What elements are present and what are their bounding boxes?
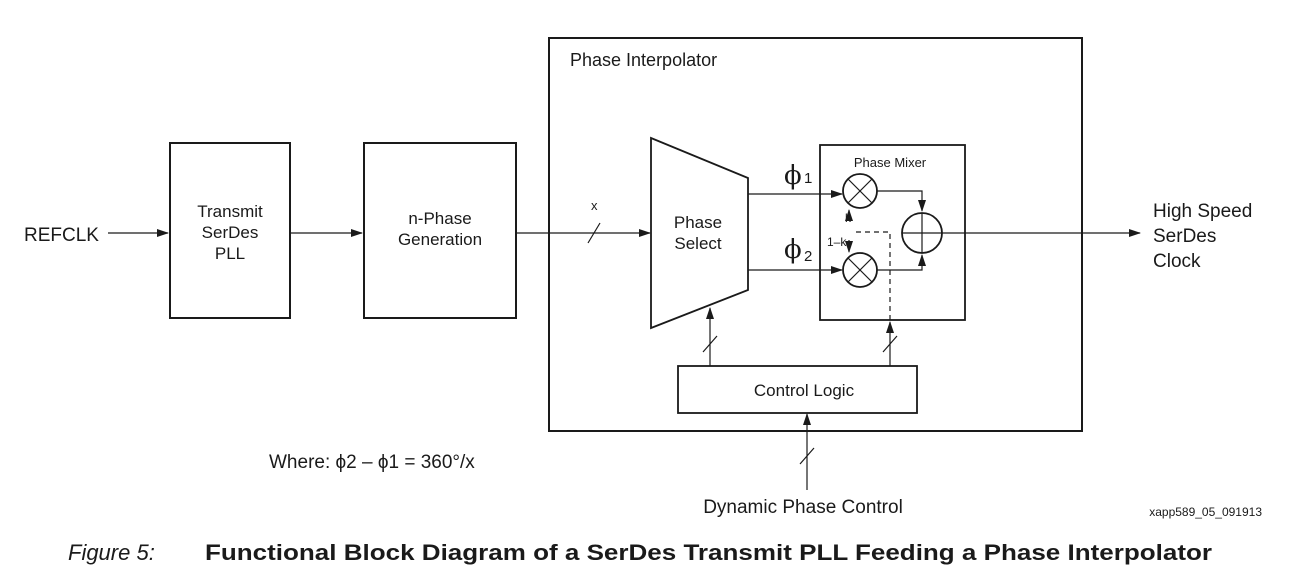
adder-icon bbox=[901, 212, 943, 254]
pll-block: Transmit SerDes PLL bbox=[169, 142, 291, 319]
refclk-label: REFCLK bbox=[24, 225, 99, 246]
phase-mixer-label: Phase Mixer bbox=[854, 155, 927, 170]
k-label: k bbox=[845, 211, 852, 225]
mult-top-to-adder-wire bbox=[877, 190, 926, 212]
phase-select-label-line1: Phase bbox=[674, 213, 722, 232]
phase-select-trapezoid bbox=[650, 136, 749, 330]
phase-select-label-line2: Select bbox=[674, 234, 722, 253]
nphase-label-line2: Generation bbox=[398, 230, 482, 249]
mult-bottom-to-adder-wire bbox=[877, 254, 926, 271]
control-to-mixer-slash bbox=[882, 335, 898, 353]
nphase-box bbox=[363, 142, 517, 319]
bus-slash-x bbox=[587, 222, 601, 244]
phase-interpolator-title: Phase Interpolator bbox=[570, 50, 717, 70]
dynamic-control-slash bbox=[799, 447, 815, 465]
phase-equation: Where: ϕ2 – ϕ1 = 360°/x bbox=[269, 452, 475, 473]
figure-id: xapp589_05_091913 bbox=[1149, 505, 1262, 519]
nphase-block: n-Phase Generation bbox=[363, 142, 517, 319]
one-minus-k-label: 1–k bbox=[827, 235, 847, 249]
control-to-select-slash bbox=[702, 335, 718, 353]
phi2-symbol: ϕ bbox=[784, 235, 802, 265]
dynamic-control-label: Dynamic Phase Control bbox=[703, 497, 903, 518]
phase-select-block: Phase Select bbox=[650, 136, 749, 330]
phase-interpolator-box bbox=[548, 37, 1083, 432]
k-control-dashed-wire bbox=[856, 231, 891, 320]
output-label-line3: Clock bbox=[1153, 251, 1201, 272]
nphase-label-line1: n-Phase bbox=[408, 209, 471, 228]
control-logic-block: Control Logic bbox=[677, 365, 918, 414]
pll-label-line3: PLL bbox=[215, 244, 245, 263]
control-logic-label: Control Logic bbox=[754, 381, 855, 400]
pll-box bbox=[169, 142, 291, 319]
phi2-subscript: 2 bbox=[804, 248, 812, 265]
multiplier-top-icon bbox=[842, 173, 878, 209]
control-logic-box bbox=[677, 365, 918, 414]
pll-label-line2: SerDes bbox=[202, 223, 259, 242]
figure-caption-title: Functional Block Diagram of a SerDes Tra… bbox=[205, 540, 1213, 565]
output-label-line2: SerDes bbox=[1153, 226, 1216, 247]
figure-caption-prefix: Figure 5: bbox=[68, 540, 155, 565]
multiplier-bottom-icon bbox=[842, 252, 878, 288]
bus-width-label: x bbox=[591, 198, 598, 213]
pll-label-line1: Transmit bbox=[197, 202, 263, 221]
output-label-line1: High Speed bbox=[1153, 201, 1252, 222]
phi1-symbol: ϕ bbox=[784, 161, 802, 191]
phi1-subscript: 1 bbox=[804, 170, 812, 187]
